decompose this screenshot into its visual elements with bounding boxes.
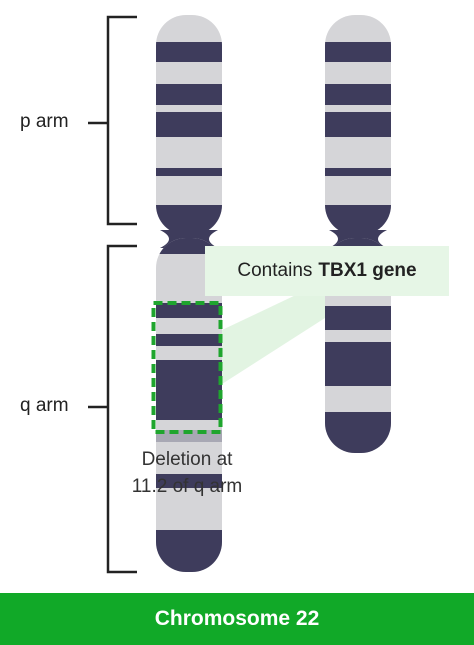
footer-bar bbox=[0, 593, 474, 645]
right-chromosome-p-arm bbox=[325, 15, 391, 235]
callout-box bbox=[205, 246, 449, 296]
p-arm-bracket bbox=[88, 15, 137, 226]
footer-title: Chromosome 22 bbox=[154, 607, 320, 630]
deletion-caption-line2: 11.2 of q arm bbox=[131, 476, 243, 497]
callout-text: Contains TBX1 gene bbox=[205, 246, 449, 296]
q-arm-label: q arm bbox=[20, 395, 69, 416]
p-arm-label: p arm bbox=[20, 111, 69, 132]
callout-wedge bbox=[222, 293, 325, 384]
deletion-caption-line1: Deletion at bbox=[141, 449, 233, 470]
callout-prefix: Contains bbox=[237, 260, 313, 281]
deletion-outline bbox=[151, 301, 223, 434]
deletion-caption: Deletion at 11.2 of q arm bbox=[112, 446, 262, 500]
q-arm-bracket bbox=[88, 244, 137, 574]
left-chromosome-p-arm bbox=[156, 15, 222, 235]
callout-gene: TBX1 gene bbox=[318, 260, 417, 281]
